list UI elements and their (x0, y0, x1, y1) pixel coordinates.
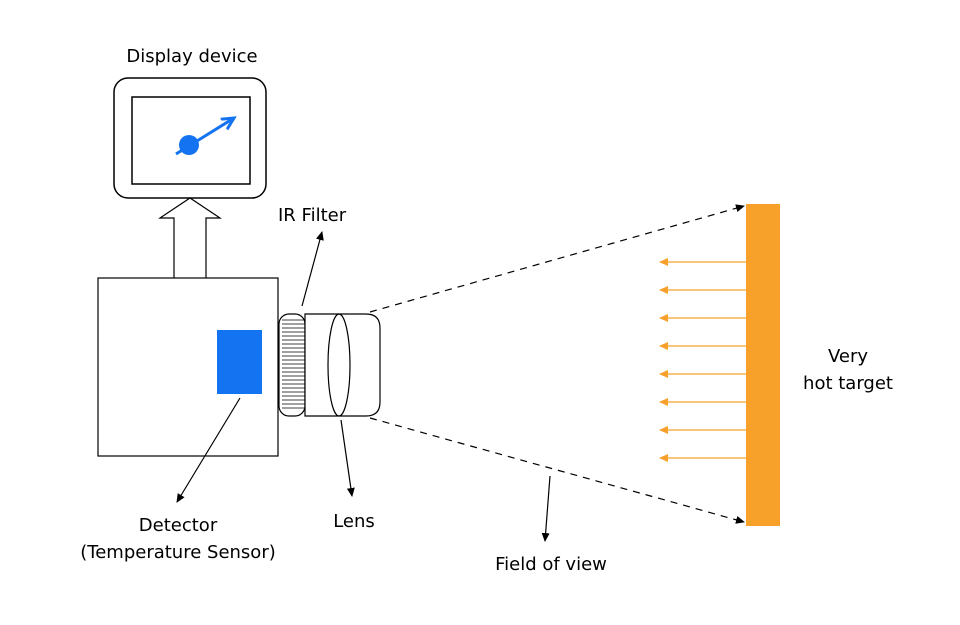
lens-pointer (340, 419, 355, 497)
target-label-line2: hot target (803, 373, 893, 394)
detector-label-line2: (Temperature Sensor) (80, 542, 276, 563)
target-label-line1: Very (828, 346, 868, 367)
radiation-arrows (659, 258, 746, 462)
detector-label-line1: Detector (139, 515, 218, 536)
lens-label: Lens (333, 511, 375, 532)
gauge-pivot-dot (179, 135, 199, 155)
ir-filter-label: IR Filter (278, 205, 347, 226)
display-device-label: Display device (126, 46, 257, 67)
field-of-view-pointer (541, 475, 551, 542)
lens-housing (304, 313, 381, 417)
detector-sensor (217, 330, 262, 394)
signal-arrow (158, 197, 222, 278)
field-of-view-upper-line (369, 204, 745, 313)
detector-pointer (176, 397, 241, 503)
field-of-view-label: Field of view (495, 554, 607, 575)
lens-element (327, 313, 351, 417)
field-of-view-lower-line (369, 417, 745, 524)
ir-filter (278, 313, 306, 417)
ir-filter-pointer (301, 231, 324, 307)
ir-filter-ribs (282, 319, 305, 409)
hot-target (746, 204, 780, 526)
